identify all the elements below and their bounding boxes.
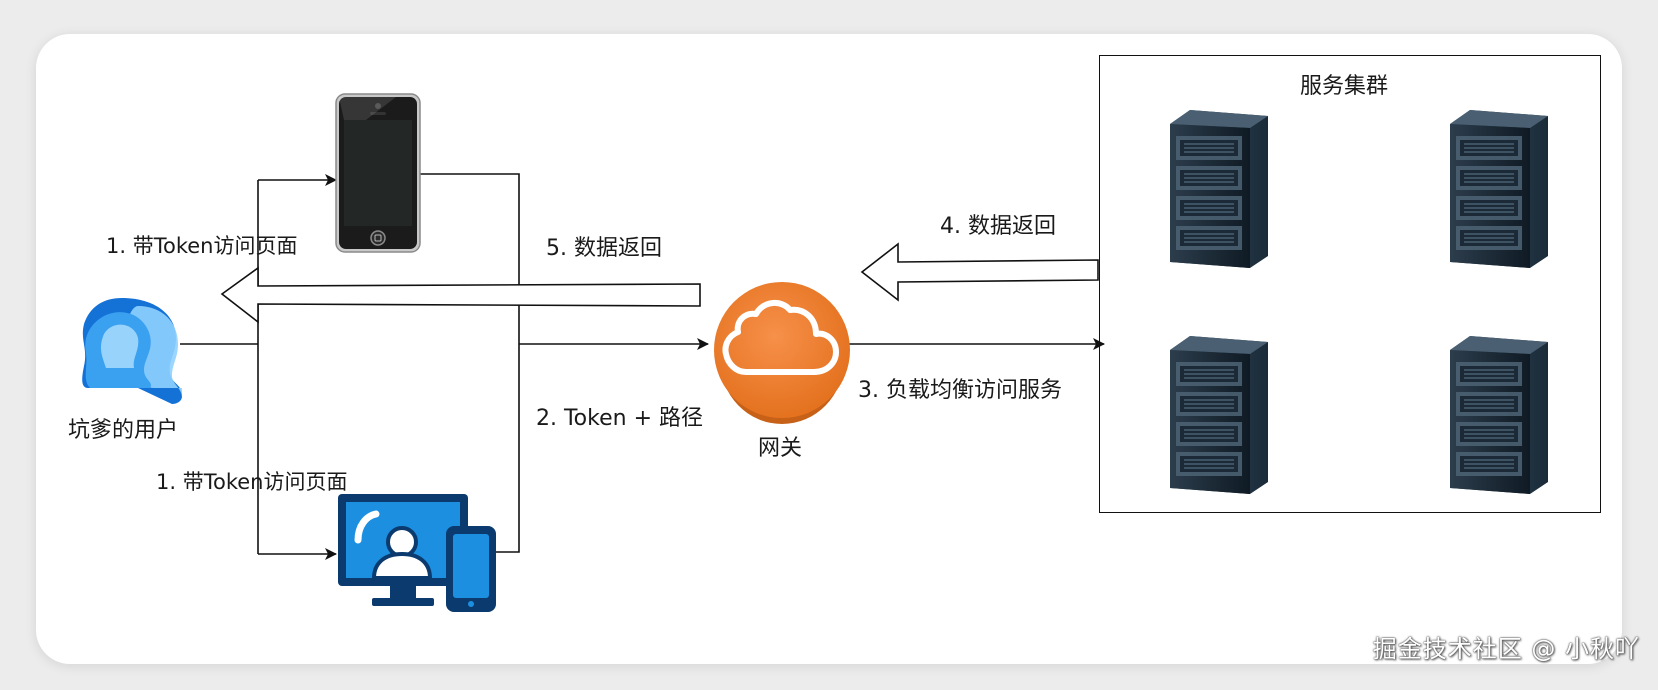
- edge-label-visit-desktop: 1. 带Token访问页面: [156, 470, 348, 494]
- gateway-cloud-icon: [714, 282, 850, 424]
- watermark: 掘金技术社区 @ 小秋吖: [1372, 635, 1640, 663]
- edge-label-return-cluster: 4. 数据返回: [940, 214, 1056, 239]
- connector-lines: [180, 173, 1105, 560]
- desktop-device-icon: [338, 494, 496, 612]
- mobile-phone-icon: [335, 93, 421, 253]
- gateway-label: 网关: [758, 436, 803, 461]
- user-label: 坑爹的用户: [68, 418, 179, 443]
- cluster-title: 服务集群: [1300, 74, 1389, 99]
- return-arrow-to-user: [220, 266, 701, 324]
- user-group-icon: [82, 298, 182, 404]
- edge-label-visit-mobile: 1. 带Token访问页面: [106, 234, 298, 258]
- edge-label-load-balance: 3. 负载均衡访问服务: [858, 378, 1062, 403]
- return-arrow-from-cluster: [860, 242, 1099, 302]
- service-cluster-box: [1099, 55, 1601, 513]
- edge-label-token-path: 2. Token + 路径: [536, 406, 703, 431]
- edge-label-return-user: 5. 数据返回: [546, 236, 662, 261]
